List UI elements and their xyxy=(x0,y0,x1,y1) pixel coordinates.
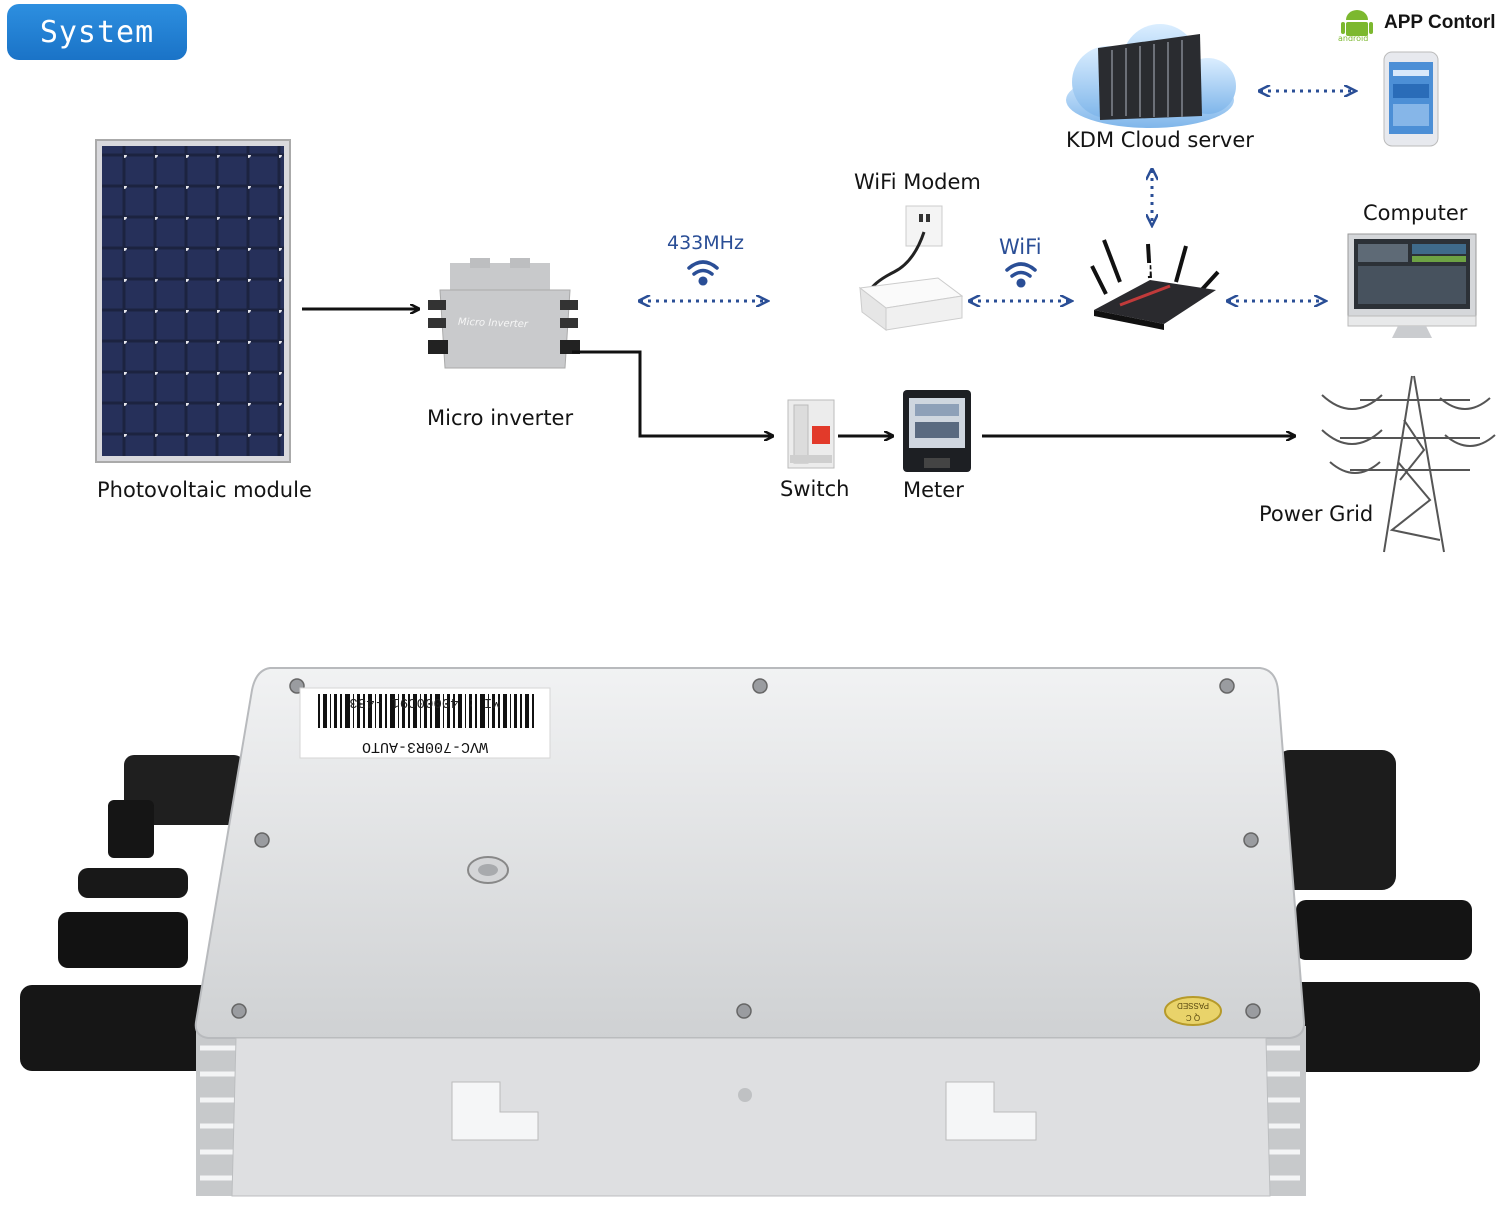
qc-sticker-text: Q C xyxy=(1185,1013,1201,1022)
label-photovoltaic-module: Photovoltaic module xyxy=(97,478,312,502)
label-app-control: APP Contorl xyxy=(1384,12,1496,33)
label-cloud-server: KDM Cloud server xyxy=(1066,128,1254,152)
wifi-signal-icon-2 xyxy=(1005,262,1037,288)
solar-panel-icon xyxy=(95,139,291,463)
micro-inverter-photo xyxy=(20,667,1480,1197)
label-switch: Switch xyxy=(780,477,850,501)
label-wifi: WiFi xyxy=(999,235,1042,259)
label-power-grid: Power Grid xyxy=(1259,502,1374,526)
label-micro-inverter: Micro inverter xyxy=(427,406,574,430)
smartphone-icon xyxy=(1383,51,1439,147)
arrow-inverter-to-switch xyxy=(572,350,772,436)
device-serial-label: MI : 40000C91 -433 xyxy=(349,694,501,710)
android-text: android xyxy=(1338,34,1369,43)
label-433mhz: 433MHz xyxy=(667,232,744,254)
wifi-modem-icon xyxy=(858,205,964,331)
wifi-signal-icon-1 xyxy=(687,260,719,286)
label-wifi-modem: WiFi Modem xyxy=(854,170,981,194)
device-model-label: WVC-700R3-AUTO xyxy=(361,738,489,755)
label-computer: Computer xyxy=(1363,201,1468,225)
passed-sticker-text: PASSED xyxy=(1177,1001,1209,1010)
router-wifi-text: WiFi xyxy=(1124,260,1162,280)
cloud-server-icon xyxy=(1066,24,1236,128)
breaker-switch-icon xyxy=(787,399,835,469)
power-pylon-icon xyxy=(1321,375,1496,553)
system-badge: System xyxy=(7,4,187,60)
computer-monitor-icon xyxy=(1347,233,1477,338)
electric-meter-icon xyxy=(903,390,971,472)
wifi-router-icon xyxy=(1090,239,1220,330)
label-meter: Meter xyxy=(903,478,964,502)
micro-inverter-icon xyxy=(428,258,580,369)
android-icon xyxy=(1341,10,1373,36)
